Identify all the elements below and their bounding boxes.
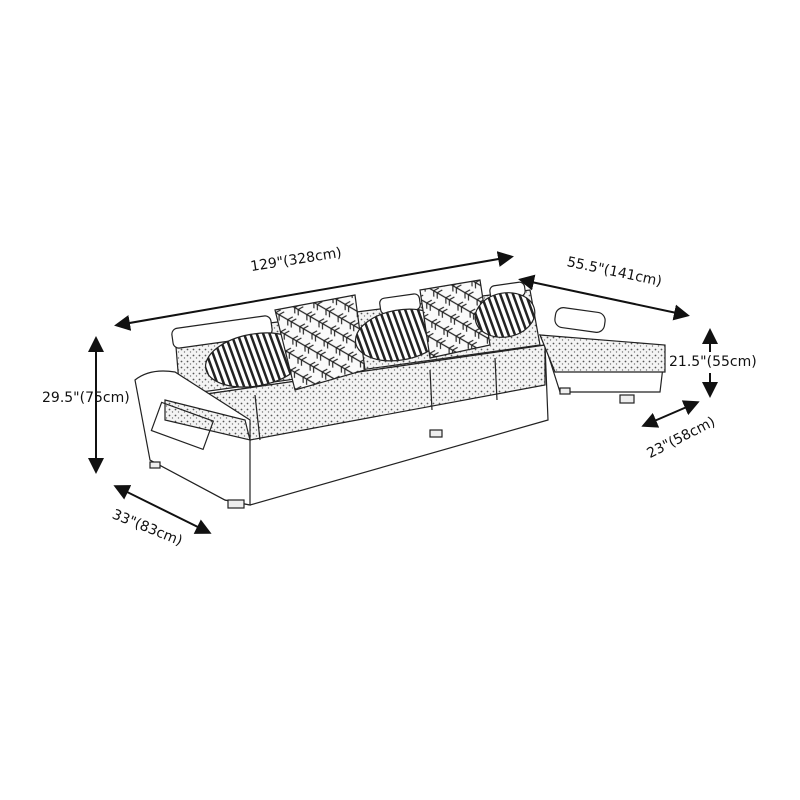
arrow-chaise-width xyxy=(641,400,700,428)
dimension-arrows xyxy=(88,251,718,534)
label-chaise-height: 21.5"(55cm) xyxy=(669,354,757,370)
sofa-chaise xyxy=(538,307,666,404)
label-height: 29.5"(75cm) xyxy=(42,390,130,406)
sofa-main xyxy=(134,279,549,509)
arrow-chaise-length xyxy=(518,274,690,321)
arrow-total-length xyxy=(114,251,514,331)
arrow-depth xyxy=(113,485,212,534)
